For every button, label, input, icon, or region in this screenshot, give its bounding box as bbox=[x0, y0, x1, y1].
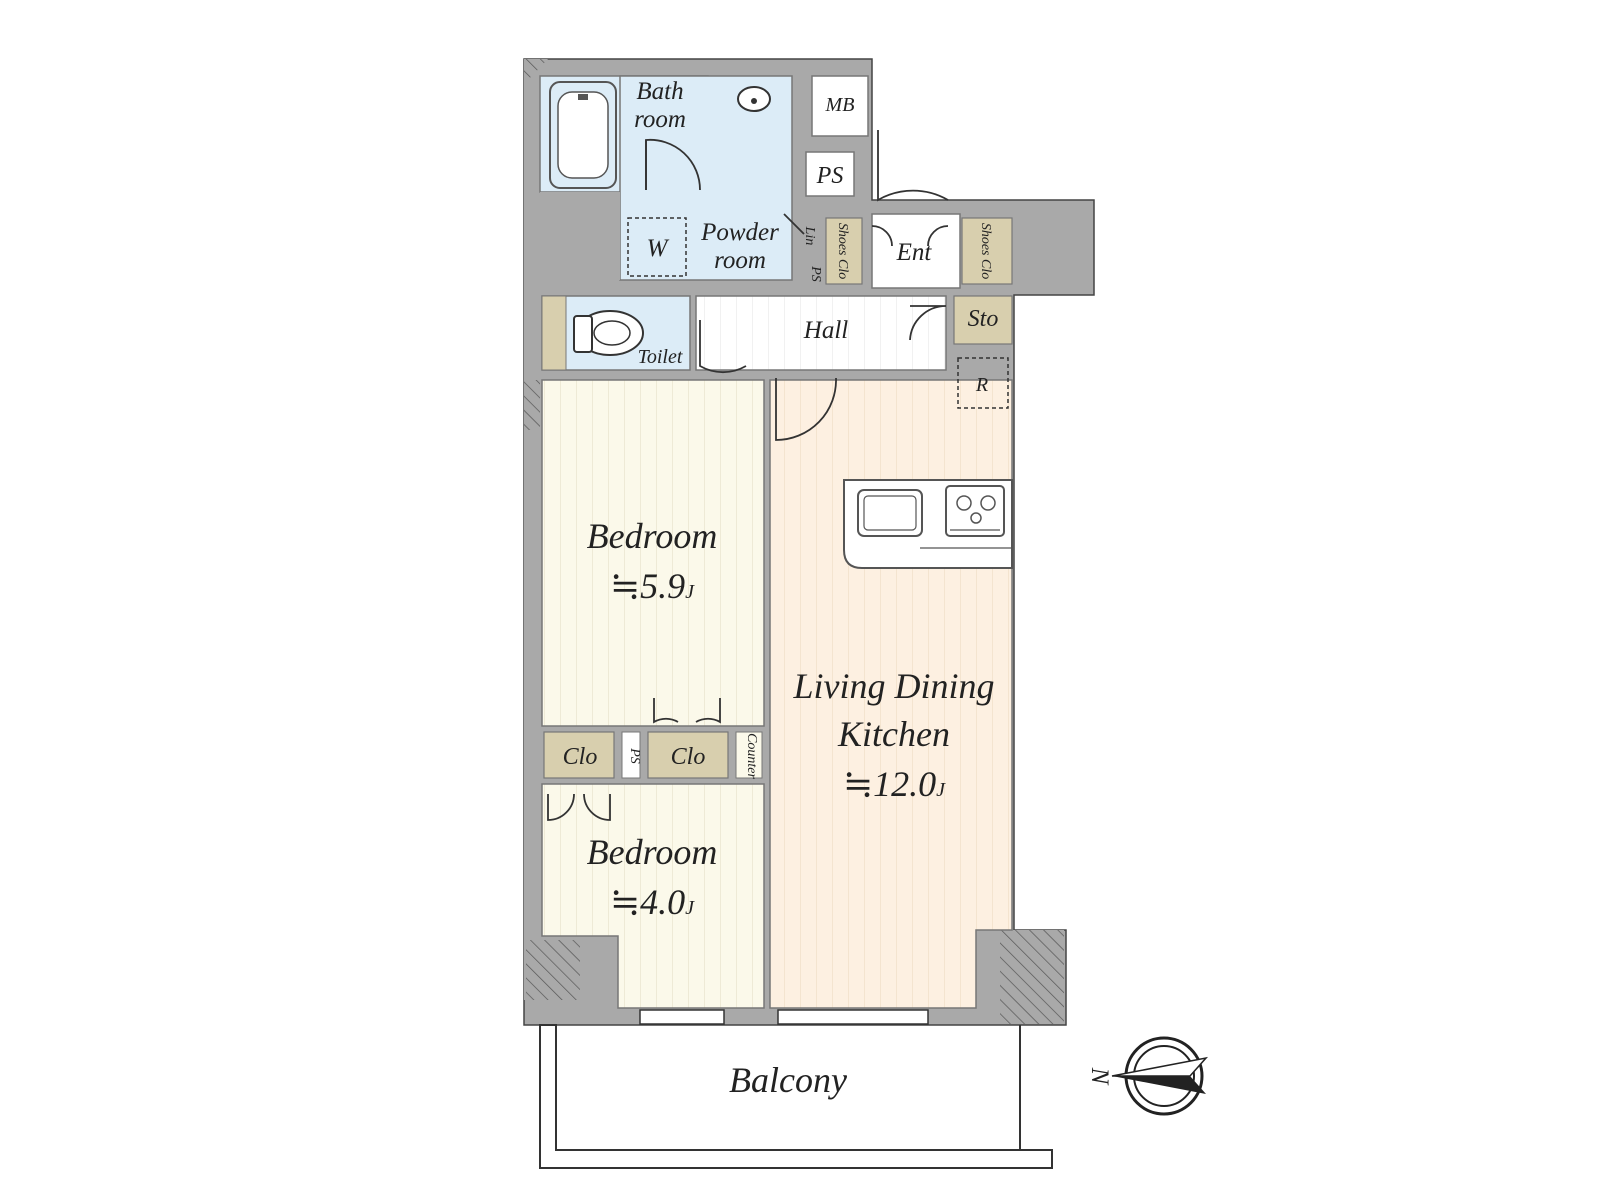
linen-label: Lin bbox=[802, 226, 817, 246]
powder-label-1: Powder bbox=[700, 219, 779, 246]
ps-mid-area bbox=[621, 731, 641, 779]
closet-left-label: Clo bbox=[563, 744, 598, 770]
compass-north-label: N bbox=[1086, 1067, 1113, 1086]
bathtub-icon bbox=[549, 81, 617, 189]
refrigerator-icon bbox=[957, 357, 1009, 409]
closet-door-2-icon bbox=[547, 793, 611, 821]
shoes-closet-left-label: Shoes Clo bbox=[835, 223, 850, 279]
bedroom-2-name: Bedroom bbox=[587, 832, 718, 872]
washer-icon bbox=[627, 217, 687, 277]
shoes-closet-left-area bbox=[825, 217, 863, 285]
sink-icon bbox=[737, 86, 771, 112]
ps-small-label: PS bbox=[808, 265, 823, 282]
storage-area bbox=[953, 295, 1013, 345]
bedroom-1-size: ≒5.9J bbox=[610, 566, 695, 606]
storage-label: Sto bbox=[968, 306, 999, 332]
powder-room-area bbox=[619, 75, 793, 281]
mb-area bbox=[811, 75, 869, 137]
bath-label-1: Bath bbox=[636, 78, 683, 105]
kitchen-counter-icon bbox=[843, 479, 1013, 569]
entrance-door-icon bbox=[877, 130, 949, 202]
hall-door-icon bbox=[909, 305, 947, 341]
shoes-closet-right-label: Shoes Clo bbox=[978, 223, 993, 279]
hall-label: Hall bbox=[803, 317, 849, 344]
fixtures bbox=[549, 81, 1013, 569]
closet-mid-area bbox=[647, 731, 729, 779]
bedroom-2-size: ≒4.0J bbox=[610, 882, 695, 922]
bedroom-2-area bbox=[541, 783, 765, 1009]
ps-area bbox=[805, 151, 855, 197]
closet-door-1-icon bbox=[653, 698, 721, 724]
powder-label-2: room bbox=[714, 247, 766, 274]
ps-mid-label: PS bbox=[627, 747, 642, 764]
counter-area bbox=[735, 731, 763, 779]
bedroom-1-name: Bedroom bbox=[587, 516, 718, 556]
ldk-label-2: Kitchen bbox=[837, 714, 950, 754]
counter-label: Counter bbox=[744, 733, 759, 779]
ldk-size: ≒12.0J bbox=[843, 764, 946, 804]
toilet-label: Toilet bbox=[638, 346, 683, 368]
refrigerator-label: R bbox=[975, 374, 988, 396]
balcony-label: Balcony bbox=[729, 1060, 847, 1100]
linen-door-icon bbox=[783, 213, 805, 235]
doors bbox=[547, 130, 949, 821]
toilet-bowl-icon bbox=[573, 310, 644, 356]
shoes-door-icon bbox=[871, 225, 949, 247]
window-ldk bbox=[777, 1009, 929, 1025]
bath-label-2: room bbox=[634, 106, 686, 133]
balcony bbox=[539, 1009, 1053, 1169]
toilet-door-icon bbox=[699, 320, 747, 373]
bath-door-icon bbox=[645, 138, 701, 191]
entrance-label: Ent bbox=[896, 239, 933, 266]
bedroom-1-area bbox=[541, 379, 765, 727]
window-bedroom bbox=[639, 1009, 725, 1025]
compass-icon bbox=[1111, 1036, 1209, 1116]
shoes-closet-right-area bbox=[961, 217, 1013, 285]
mb-label: MB bbox=[825, 94, 855, 116]
hall-area bbox=[695, 295, 947, 371]
washer-label: W bbox=[647, 235, 670, 262]
ldk-door-icon bbox=[775, 377, 837, 441]
closet-mid-label: Clo bbox=[671, 744, 706, 770]
ldk-label-1: Living Dining bbox=[792, 666, 994, 706]
closet-left-area bbox=[543, 731, 615, 779]
labels: Bath room W Powder room MB PS Lin PS Sho… bbox=[563, 78, 1113, 1100]
ps-top-label: PS bbox=[816, 163, 844, 189]
